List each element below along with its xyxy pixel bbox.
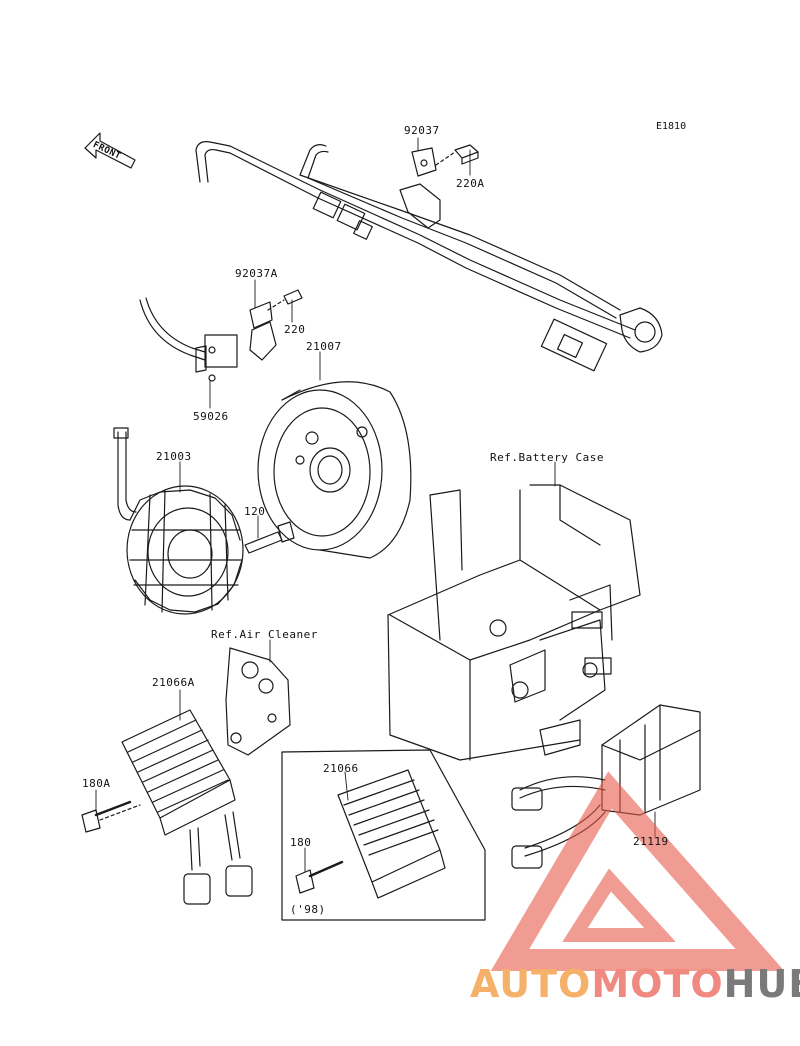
- part-label-92037A: 92037A: [235, 267, 278, 280]
- part-label-21066: 21066: [323, 762, 359, 775]
- part-label-ref-air-cleaner: Ref.Air Cleaner: [211, 628, 318, 641]
- stator-wire: [113, 427, 137, 521]
- part-label-59026: 59026: [193, 410, 229, 423]
- air-cleaner-bracket: [225, 647, 291, 756]
- inset-box: [281, 749, 486, 921]
- part-label-21003: 21003: [156, 450, 192, 463]
- part-label-ref-battery-case: Ref.Battery Case: [490, 451, 604, 464]
- watermark-part-hub: HUB: [723, 962, 800, 1006]
- wiring-harness: [195, 141, 663, 372]
- watermark-logo-icon: [490, 771, 785, 971]
- part-label-98: ('98): [290, 903, 326, 916]
- leader-lines: [95, 137, 656, 873]
- watermark-part-auto: AUTO: [470, 962, 592, 1006]
- bolt-180A: [81, 800, 141, 833]
- battery-case: [387, 484, 641, 761]
- front-arrow-icon: [84, 132, 136, 169]
- part-label-220: 220: [284, 323, 306, 336]
- bracket-92037: [399, 144, 479, 229]
- part-label-180: 180: [290, 836, 312, 849]
- part-label-21007: 21007: [306, 340, 342, 353]
- diagram-code: E1810: [656, 121, 687, 132]
- bolt-180: [295, 860, 344, 894]
- regulator-21066: [337, 769, 446, 899]
- pickup-sensor-59026: [139, 297, 238, 382]
- flywheel-21007: [257, 381, 412, 559]
- watermark-part-moto: MOTO: [591, 962, 724, 1006]
- regulator-21066A: [121, 709, 253, 905]
- part-label-180A: 180A: [82, 777, 111, 790]
- part-label-21066A: 21066A: [152, 676, 195, 689]
- part-label-92037: 92037: [404, 124, 440, 137]
- part-label-120: 120: [244, 505, 266, 518]
- watermark-brand: AUTOMOTOHUB: [470, 962, 800, 1006]
- part-label-220A: 220A: [456, 177, 485, 190]
- part-label-21119: 21119: [633, 835, 669, 848]
- bolt-120: [244, 521, 295, 554]
- bracket-92037A: [249, 289, 303, 361]
- stator-21003: [126, 485, 244, 615]
